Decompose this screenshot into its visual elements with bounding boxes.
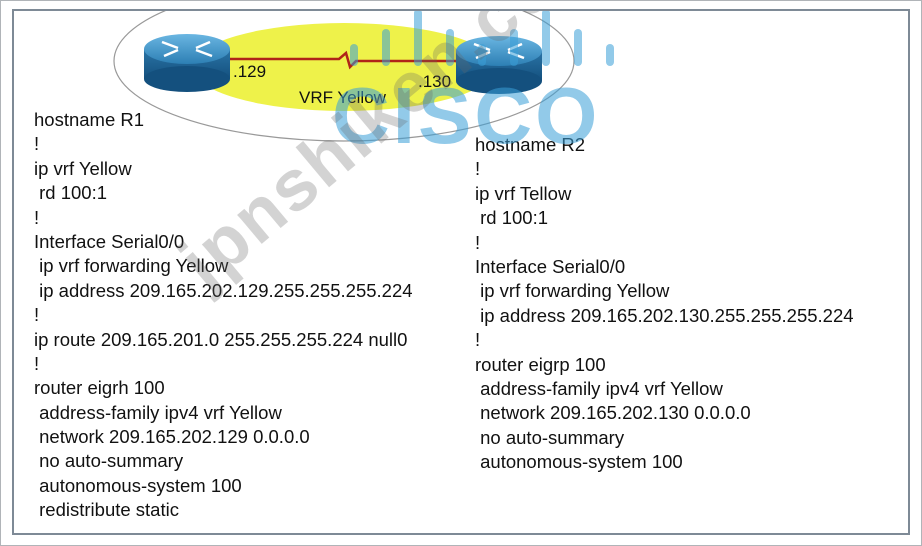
- r1-config-line: no auto-summary: [34, 450, 184, 472]
- r1-config-line: address-family ipv4 vrf Yellow: [34, 401, 282, 423]
- diagram-panel: .129 .130 VRF Yellow hostname R1!ip vrf …: [12, 9, 910, 535]
- r1-config-line: ip route 209.165.201.0 255.255.255.224 n…: [34, 328, 408, 350]
- r2-config-line: ip vrf Tellow: [475, 182, 572, 204]
- r1-config-line: hostname R1: [34, 109, 145, 130]
- r1-config-line: router eigrh 100: [34, 377, 165, 399]
- r2-config-line: !: [475, 329, 481, 351]
- network-topology: .129 .130 VRF Yellow: [113, 11, 575, 142]
- r2-config-line: rd 100:1: [475, 207, 549, 229]
- r1-config-line: network 209.165.202.129 0.0.0.0: [34, 426, 310, 448]
- r1-config-block: hostname R1!ip vrf Yellow rd 100:1!Inter…: [34, 108, 413, 523]
- r2-config-line: address-family ipv4 vrf Yellow: [475, 377, 723, 399]
- r2-config-line: no auto-summary: [475, 426, 625, 448]
- r2-config-line: !: [475, 231, 481, 253]
- serial-link: [204, 50, 484, 70]
- vrf-label: VRF Yellow: [299, 88, 387, 107]
- r1-config-line: ip vrf Yellow: [34, 157, 132, 179]
- r1-config-line: !: [34, 352, 40, 374]
- r1-config-line: redistribute static: [34, 499, 179, 521]
- r1-config-line: autonomous-system 100: [34, 474, 242, 496]
- r1-config-line: !: [34, 206, 40, 228]
- router-r2-icon: [456, 36, 542, 94]
- r2-config-block: hostname R2!ip vrf Tellow rd 100:1!Inter…: [475, 133, 854, 474]
- r1-config-line: ip address 209.165.202.129.255.255.255.2…: [34, 279, 413, 301]
- r2-config-line: !: [475, 158, 481, 180]
- r2-config-line: ip vrf forwarding Yellow: [475, 280, 670, 302]
- r1-config-line: !: [34, 133, 40, 155]
- r2-config-line: autonomous-system 100: [475, 451, 683, 473]
- r1-config-line: ip vrf forwarding Yellow: [34, 255, 229, 277]
- r2-config-line: ip address 209.165.202.130.255.255.255.2…: [475, 304, 854, 326]
- r1-config-line: !: [34, 304, 40, 326]
- router-r1-icon: [144, 34, 230, 92]
- r1-config-line: Interface Serial0/0: [34, 230, 185, 252]
- r1-config-line: rd 100:1: [34, 182, 108, 204]
- r2-config-line: network 209.165.202.130 0.0.0.0: [475, 402, 751, 424]
- r2-config-line: hostname R2: [475, 134, 586, 155]
- r2-ip-label: .130: [418, 72, 451, 91]
- r1-ip-label: .129: [233, 62, 266, 81]
- r2-config-line: Interface Serial0/0: [475, 255, 626, 277]
- r2-config-line: router eigrp 100: [475, 353, 606, 375]
